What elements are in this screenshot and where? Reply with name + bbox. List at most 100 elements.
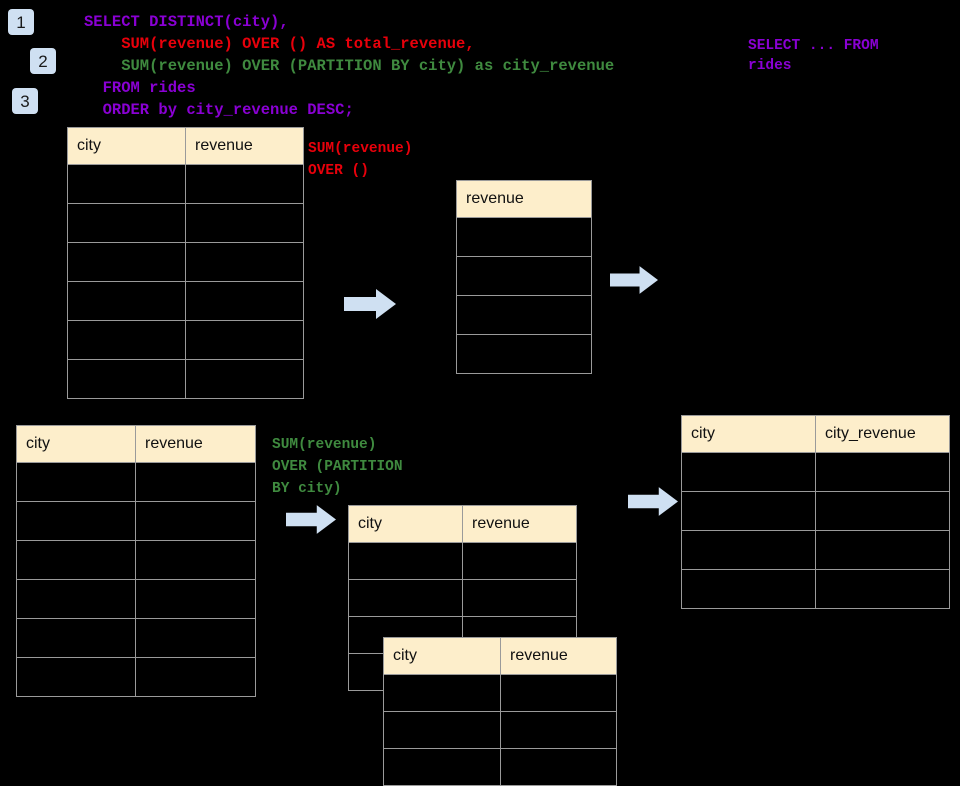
cell-revenue — [500, 674, 617, 712]
annotation-city-revenue: SUM(revenue) OVER (PARTITION BY city) — [272, 437, 403, 497]
table-row — [67, 320, 304, 360]
cell-revenue — [185, 164, 304, 204]
table-row — [16, 579, 256, 619]
cell-revenue — [185, 242, 304, 282]
step-badge-3: 3 — [12, 88, 38, 114]
table-row — [67, 203, 304, 243]
table-rides-top: city revenue — [67, 127, 304, 399]
table-row — [16, 657, 256, 697]
cell-city — [16, 579, 136, 619]
table-row — [67, 164, 304, 204]
column-header-city-revenue: city_revenue — [815, 415, 950, 453]
cell-revenue — [135, 462, 256, 502]
table-total-revenue: revenue — [456, 180, 592, 374]
cell-city-revenue — [815, 530, 950, 570]
step-badge-2: 2 — [30, 48, 56, 74]
cell-city — [681, 452, 816, 492]
table-header-row: city revenue — [383, 637, 617, 675]
table-row — [16, 540, 256, 580]
table-header-row: city city_revenue — [681, 415, 950, 453]
cell-revenue — [456, 217, 592, 257]
step-badge-1: 1 — [8, 9, 34, 35]
cell-city — [383, 674, 501, 712]
table-row — [16, 618, 256, 658]
table-rides-bottom: city revenue — [16, 425, 256, 697]
column-header-revenue: revenue — [456, 180, 592, 218]
column-header-city: city — [383, 637, 501, 675]
cell-revenue — [135, 579, 256, 619]
cell-city — [16, 540, 136, 580]
arrow-partition-to-result-icon — [628, 487, 678, 516]
cell-city — [681, 530, 816, 570]
cell-revenue — [185, 281, 304, 321]
cell-city — [383, 711, 501, 749]
cell-revenue — [135, 657, 256, 697]
cell-city — [681, 569, 816, 609]
table-row — [383, 711, 617, 749]
column-header-city: city — [681, 415, 816, 453]
sql-line-from: FROM rides — [84, 79, 196, 97]
cell-revenue — [456, 295, 592, 335]
sql-line-select: SELECT DISTINCT(city), — [84, 13, 289, 31]
arrow-source-to-partition-icon — [286, 505, 336, 534]
cell-city — [16, 618, 136, 658]
cell-city — [16, 501, 136, 541]
column-header-revenue: revenue — [462, 505, 577, 543]
table-row — [16, 462, 256, 502]
column-header-city: city — [67, 127, 186, 165]
cell-city-revenue — [815, 452, 950, 492]
table-row — [456, 334, 592, 374]
table-row — [456, 295, 592, 335]
cell-revenue — [500, 711, 617, 749]
table-row — [348, 542, 577, 580]
table-row — [681, 491, 950, 531]
cell-city — [348, 542, 463, 580]
cell-city-revenue — [815, 491, 950, 531]
cell-city — [681, 491, 816, 531]
cell-city — [16, 462, 136, 502]
cell-city — [67, 203, 186, 243]
cell-city — [67, 281, 186, 321]
table-row — [383, 674, 617, 712]
column-header-city: city — [348, 505, 463, 543]
arrow-total-to-result-icon — [610, 266, 658, 294]
sql-line-city-revenue: SUM(revenue) OVER (PARTITION BY city) as… — [84, 57, 615, 75]
arrow-source-to-total-icon — [344, 289, 396, 319]
cell-revenue — [185, 203, 304, 243]
cell-city — [67, 242, 186, 282]
sql-line-order-by: ORDER by city_revenue DESC; — [84, 101, 354, 119]
table-row — [681, 569, 950, 609]
cell-revenue — [456, 334, 592, 374]
column-header-revenue: revenue — [185, 127, 304, 165]
table-row — [456, 217, 592, 257]
table-row — [348, 579, 577, 617]
annotation-source-query: SELECT ... FROM rides — [748, 38, 879, 74]
cell-city — [67, 359, 186, 399]
table-row — [67, 359, 304, 399]
table-header-row: revenue — [456, 180, 592, 218]
cell-revenue — [185, 320, 304, 360]
table-row — [681, 452, 950, 492]
cell-revenue — [135, 618, 256, 658]
annotation-total-revenue: SUM(revenue) OVER () — [308, 141, 413, 179]
cell-revenue — [185, 359, 304, 399]
column-header-revenue: revenue — [500, 637, 617, 675]
cell-revenue — [135, 501, 256, 541]
table-header-row: city revenue — [67, 127, 304, 165]
table-row — [383, 748, 617, 786]
column-header-city: city — [16, 425, 136, 463]
table-row — [16, 501, 256, 541]
column-header-revenue: revenue — [135, 425, 256, 463]
cell-revenue — [462, 542, 577, 580]
table-result: city city_revenue — [681, 415, 950, 609]
diagram-canvas: 1 2 3 SELECT DISTINCT(city), SUM(revenue… — [8, 9, 950, 786]
cell-city — [67, 320, 186, 360]
cell-city — [348, 579, 463, 617]
cell-city — [16, 657, 136, 697]
cell-city — [67, 164, 186, 204]
table-header-row: city revenue — [16, 425, 256, 463]
cell-revenue — [135, 540, 256, 580]
table-row — [67, 281, 304, 321]
cell-revenue — [456, 256, 592, 296]
cell-city — [383, 748, 501, 786]
